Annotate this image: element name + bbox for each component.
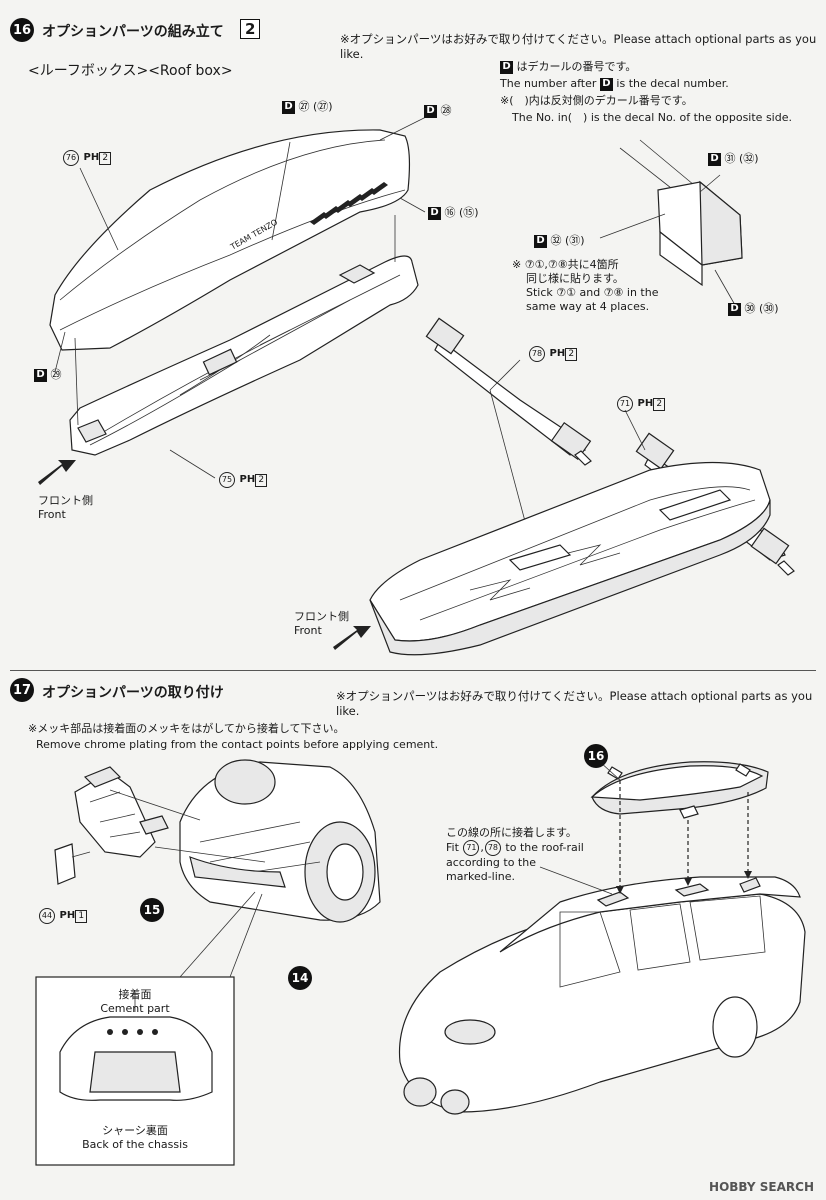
part78-circle: 78 bbox=[484, 840, 501, 856]
step-17-drawing bbox=[35, 759, 806, 1166]
front-en: Front bbox=[38, 508, 66, 521]
part71-circle: 71 bbox=[463, 840, 480, 856]
stick-note-en2: same way at 4 places. bbox=[526, 300, 650, 313]
front-jp: フロント側 bbox=[38, 494, 93, 507]
decal-note-en2: The No. in( ) is the decal No. of the op… bbox=[512, 111, 792, 124]
ph-label: PH bbox=[83, 152, 100, 163]
step-16-count: 2 bbox=[240, 19, 261, 39]
step-16-badge: 16 bbox=[10, 18, 34, 42]
step-16-drawing bbox=[38, 114, 795, 656]
inset-en: Cement part bbox=[100, 1002, 170, 1015]
ph-label: PH bbox=[239, 474, 256, 485]
roof-note-en1-post: to the roof-rail bbox=[505, 841, 584, 854]
label-d27-text: ㉗ (㉗) bbox=[298, 100, 333, 113]
decal-note-jp: はデカールの番号です。 bbox=[516, 60, 637, 73]
d-icon: D bbox=[428, 206, 441, 220]
qty-box: 1 bbox=[75, 909, 88, 923]
decal-note-en-pre: The number after bbox=[500, 77, 597, 90]
part44-circle: 44 bbox=[39, 908, 55, 924]
label-d32: D ㉜ (㉛) bbox=[534, 234, 585, 248]
roof-note-en1-pre: Fit bbox=[446, 841, 459, 854]
part76-circle: 76 bbox=[63, 150, 79, 166]
d-icon: D bbox=[34, 368, 47, 382]
label-d27: D ㉗ (㉗) bbox=[282, 100, 333, 114]
front-jp: フロント側 bbox=[294, 610, 349, 623]
part75-circle: 75 bbox=[219, 472, 235, 488]
callout-14: 14 bbox=[288, 966, 312, 990]
decal-note-en-post: is the decal number. bbox=[616, 77, 729, 90]
label-d30: D ㉚ (㉚) bbox=[728, 302, 779, 316]
inset-bottom-label: シャーシ裏面 Back of the chassis bbox=[36, 1124, 234, 1152]
ph-label: PH bbox=[637, 398, 654, 409]
d-icon: D bbox=[282, 100, 295, 114]
d-icon: D bbox=[424, 104, 437, 118]
decal-note: D はデカールの番号です。 The number after D is the … bbox=[500, 60, 820, 125]
label-d16-text: ⑯ (⑮) bbox=[444, 206, 479, 219]
roof-rail-note: この線の所に接着します。 Fit 71,78 to the roof-rail … bbox=[446, 826, 606, 884]
decal-d-icon: D bbox=[599, 77, 613, 91]
qty-box: 2 bbox=[99, 151, 112, 165]
lid-stripes bbox=[310, 182, 388, 225]
roof-box-subtitle: <ルーフボックス><Roof box> bbox=[28, 63, 233, 79]
stick-note-en1: Stick ⑦① and ⑦⑧ in the bbox=[526, 286, 659, 299]
step-17-note: ※オプションパーツはお好みで取り付けてください。Please attach op… bbox=[336, 689, 813, 718]
d-icon: D bbox=[708, 152, 721, 166]
callout-16: 16 bbox=[584, 744, 608, 768]
d-icon: D bbox=[534, 234, 547, 248]
inset-bottom-en: Back of the chassis bbox=[82, 1138, 188, 1151]
part78-circle: 78 bbox=[529, 346, 545, 362]
step-17-badge: 17 bbox=[10, 678, 34, 702]
chrome-note-jp: ※メッキ部品は接着面のメッキをはがしてから接着して下さい。 bbox=[28, 722, 345, 735]
label-d31-text: ㉛ (㉜) bbox=[724, 152, 759, 165]
step-16-title: オプションパーツの組み立て bbox=[42, 24, 224, 40]
decal-note-jp2: ※( )内は反対側のデカール番号です。 bbox=[500, 94, 693, 107]
qty-box: 2 bbox=[565, 347, 578, 361]
front-en: Front bbox=[294, 624, 322, 637]
step-16-note: ※オプションパーツはお好みで取り付けてください。Please attach op… bbox=[340, 32, 817, 61]
chrome-note-en: Remove chrome plating from the contact p… bbox=[36, 738, 439, 751]
label-d31: D ㉛ (㉜) bbox=[708, 152, 759, 166]
roof-note-en2: according to the bbox=[446, 856, 536, 869]
label-d30-text: ㉚ (㉚) bbox=[744, 302, 779, 315]
qty-box: 2 bbox=[653, 397, 666, 411]
label-d28-text: ㉘ bbox=[440, 104, 452, 117]
roof-note-jp: この線の所に接着します。 bbox=[446, 826, 577, 839]
stick-note: ※ ⑦①,⑦⑧共に4箇所 同じ様に貼ります。 Stick ⑦① and ⑦⑧ i… bbox=[512, 258, 702, 314]
d-icon: D bbox=[728, 302, 741, 316]
inset-bottom-jp: シャーシ裏面 bbox=[102, 1124, 168, 1137]
inset-jp: 接着面 bbox=[118, 988, 152, 1001]
qty-box: 2 bbox=[255, 473, 268, 487]
ph-label: PH bbox=[59, 910, 76, 921]
label-d28: D ㉘ bbox=[424, 104, 452, 118]
section-divider bbox=[10, 670, 816, 671]
stick-note-jp1: ※ ⑦①,⑦⑧共に4箇所 bbox=[512, 258, 619, 271]
stick-note-jp2: 同じ様に貼ります。 bbox=[526, 272, 624, 285]
decal-d-icon: D bbox=[500, 60, 513, 74]
part71-circle: 71 bbox=[617, 396, 633, 412]
roof-note-en3: marked-line. bbox=[446, 870, 516, 883]
watermark: HOBBY SEARCH bbox=[709, 1180, 814, 1194]
ph-label: PH bbox=[549, 348, 566, 359]
label-d29-text: ㉙ bbox=[50, 368, 62, 381]
inset-top-label: 接着面 Cement part bbox=[36, 988, 234, 1016]
label-d16: D ⑯ (⑮) bbox=[428, 206, 479, 220]
label-d32-text: ㉜ (㉛) bbox=[550, 234, 585, 247]
label-d29: D ㉙ bbox=[34, 368, 62, 382]
callout-15: 15 bbox=[140, 898, 164, 922]
step-17-title: オプションパーツの取り付け bbox=[42, 685, 224, 701]
